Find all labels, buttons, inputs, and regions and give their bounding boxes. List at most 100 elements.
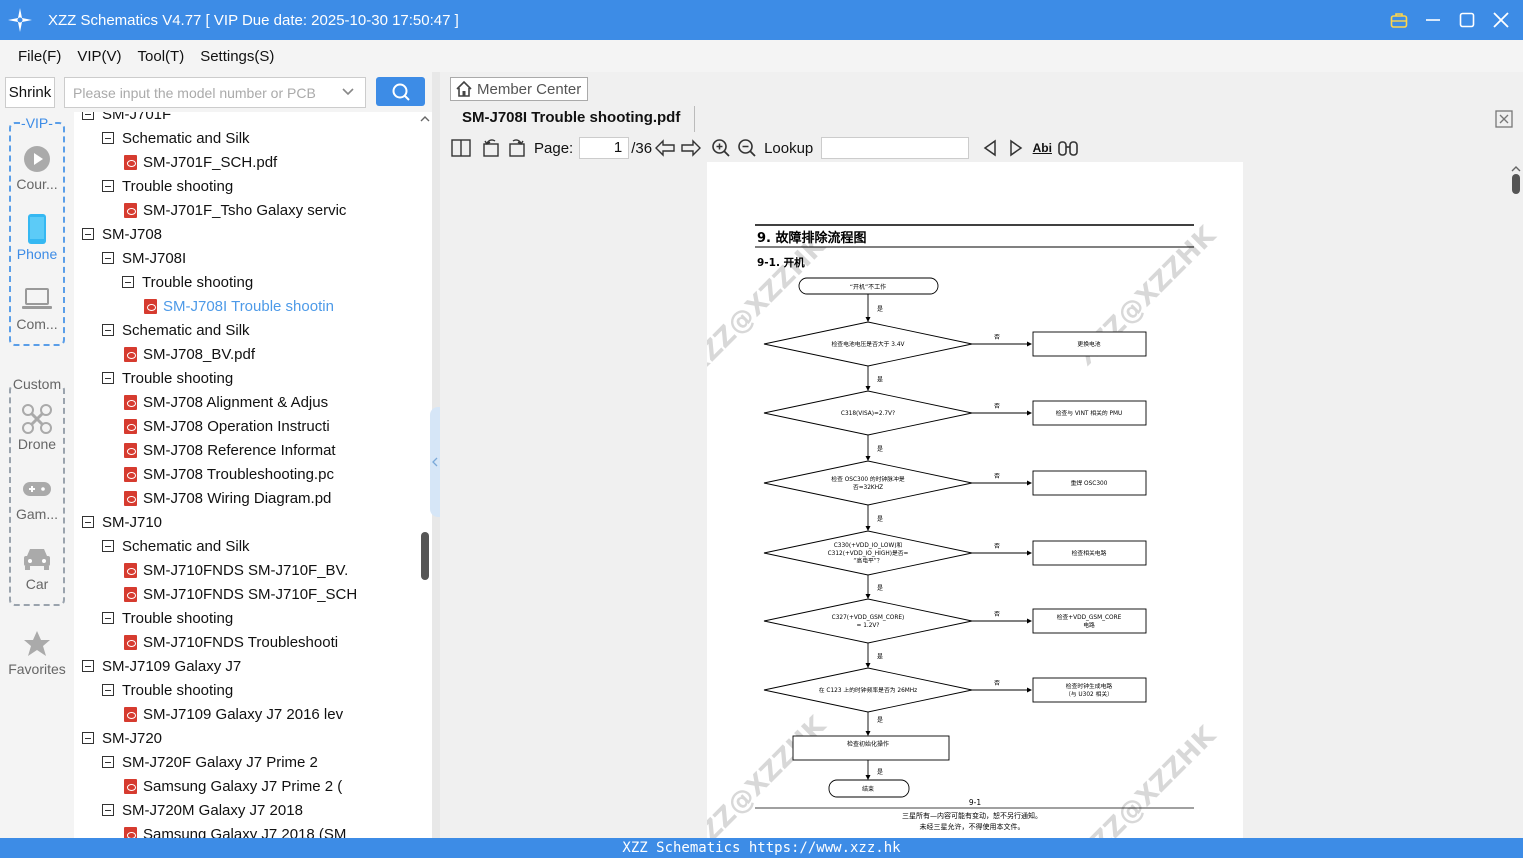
collapse-box-icon[interactable] [82,112,94,120]
nav-drone[interactable]: Drone [0,402,74,462]
tree-folder-item[interactable]: SM-J701F [82,112,408,126]
collapse-box-icon[interactable] [102,372,114,384]
tree-folder-item[interactable]: SM-J720M Galaxy J7 2018 [102,798,408,822]
tree-folder-item[interactable]: SM-J720F Galaxy J7 Prime 2 [102,750,408,774]
tree-file-item[interactable]: SM-J708 Troubleshooting.pc [124,462,408,486]
tree-file-item[interactable]: SM-J710FNDS Troubleshooti [124,630,408,654]
tree-file-item[interactable]: SM-J708 Wiring Diagram.pd [124,486,408,510]
vip-bag-icon[interactable] [1387,8,1411,32]
collapse-box-icon[interactable] [102,252,114,264]
collapse-box-icon[interactable] [82,732,94,744]
collapse-box-icon[interactable] [102,132,114,144]
tree-file-item[interactable]: SM-J7109 Galaxy J7 2016 lev [124,702,408,726]
prev-page-icon[interactable] [652,135,678,161]
document-tab[interactable]: SM-J708I Trouble shooting.pdf [448,106,696,132]
tree-folder-item[interactable]: Trouble shooting [102,678,408,702]
tree-folder-item[interactable]: Trouble shooting [102,606,408,630]
tree-file-item[interactable]: SM-J710FNDS SM-J710F_SCH [124,582,408,606]
collapse-box-icon[interactable] [102,540,114,552]
yes-label: 是 [877,717,883,724]
close-icon[interactable] [1489,8,1513,32]
menu-tool[interactable]: Tool(T) [137,47,185,65]
pane-splitter[interactable] [430,72,440,838]
member-center-button[interactable]: Member Center [450,77,588,101]
tree-folder-item[interactable]: Schematic and Silk [102,126,408,150]
nav-gaming[interactable]: Gam... [0,472,74,532]
search-button[interactable] [376,77,425,106]
collapse-handle[interactable] [430,407,440,517]
tree-folder-item[interactable]: SM-J720 [82,726,408,750]
collapse-box-icon[interactable] [82,660,94,672]
collapse-box-icon[interactable] [122,276,134,288]
tree-folder-item[interactable]: Trouble shooting [102,366,408,390]
binoculars-icon[interactable] [1055,135,1081,161]
zoom-out-icon[interactable] [734,135,760,161]
next-page-icon[interactable] [678,135,704,161]
nav-car[interactable]: Car [0,542,74,602]
tree-folder-item[interactable]: Schematic and Silk [102,318,408,342]
menu-vip[interactable]: VIP(V) [77,47,122,65]
tree-item-label: SM-J7109 Galaxy J7 2016 lev [143,705,344,723]
tree-file-item[interactable]: SM-J708 Alignment & Adjus [124,390,408,414]
tree-folder-item[interactable]: Schematic and Silk [102,534,408,558]
find-next-icon[interactable] [1003,135,1029,161]
scroll-up-icon[interactable] [420,115,430,123]
chevron-down-icon[interactable] [341,85,355,102]
maximize-icon[interactable] [1455,8,1479,32]
collapse-box-icon[interactable] [102,612,114,624]
tree-file-item[interactable]: SM-J708 Reference Informat [124,438,408,462]
nav-course[interactable]: Cour... [0,142,74,202]
tree-scrollbar[interactable] [418,112,432,838]
menu-settings[interactable]: Settings(S) [200,47,275,65]
close-document-icon[interactable] [1495,110,1513,128]
action-label: 检查相关电路 [1072,549,1107,557]
zoom-in-icon[interactable] [708,135,734,161]
pdf-file-icon [124,634,137,650]
tree-folder-item[interactable]: Trouble shooting [102,174,408,198]
collapse-box-icon[interactable] [102,180,114,192]
rotate-left-icon[interactable] [478,135,504,161]
tree-file-item[interactable]: SM-J708_BV.pdf [124,342,408,366]
collapse-box-icon[interactable] [102,684,114,696]
tree-file-item[interactable]: SM-J701F_Tsho Galaxy servic [124,198,408,222]
tree-item-label: Trouble shooting [122,609,234,627]
shrink-button[interactable]: Shrink [5,77,55,108]
match-case-icon[interactable]: Abi [1032,141,1052,155]
lookup-input[interactable] [821,137,970,159]
scroll-up-icon[interactable] [1511,165,1521,173]
nav-favorites[interactable]: Favorites [0,627,74,687]
tree-file-item[interactable]: SM-J708I Trouble shootin [144,294,408,318]
tree-folder-item[interactable]: SM-J7109 Galaxy J7 [82,654,408,678]
tree-file-item[interactable]: Samsung Galaxy J7 2018 (SM [124,822,408,838]
viewer-scrollbar[interactable] [1509,162,1523,838]
search-input[interactable]: Please input the model number or PCB [64,77,366,108]
tree-file-item[interactable]: SM-J708 Operation Instructi [124,414,408,438]
tree-folder-item[interactable]: SM-J708 [82,222,408,246]
tree-folder-item[interactable]: SM-J710 [82,510,408,534]
tree-file-item[interactable]: SM-J701F_SCH.pdf [124,150,408,174]
page-number-input[interactable]: 1 [579,137,630,159]
tree-file-item[interactable]: SM-J710FNDS SM-J710F_BV. [124,558,408,582]
collapse-box-icon[interactable] [102,804,114,816]
collapse-box-icon[interactable] [82,516,94,528]
footer-line-1: 三星所有—内容可能有变动，恕不另行通知。 [902,811,1042,820]
nav-phone[interactable]: Phone [0,212,74,272]
collapse-box-icon[interactable] [102,756,114,768]
pdf-file-icon [124,346,137,362]
menu-file[interactable]: File(F) [18,47,62,65]
flow-arrowhead [865,775,871,780]
sidebar-toggle-icon[interactable] [448,135,474,161]
rotate-right-icon[interactable] [504,135,530,161]
tree-scroll-thumb[interactable] [421,532,429,580]
collapse-box-icon[interactable] [82,228,94,240]
minimize-icon[interactable] [1421,8,1445,32]
tree-folder-item[interactable]: Trouble shooting [122,270,408,294]
find-prev-icon[interactable] [977,135,1003,161]
nav-computer[interactable]: Com... [0,282,74,342]
collapse-box-icon[interactable] [102,324,114,336]
tree-folder-item[interactable]: SM-J708I [102,246,408,270]
tree-file-item[interactable]: Samsung Galaxy J7 Prime 2 ( [124,774,408,798]
viewer-scroll-thumb[interactable] [1512,174,1520,194]
